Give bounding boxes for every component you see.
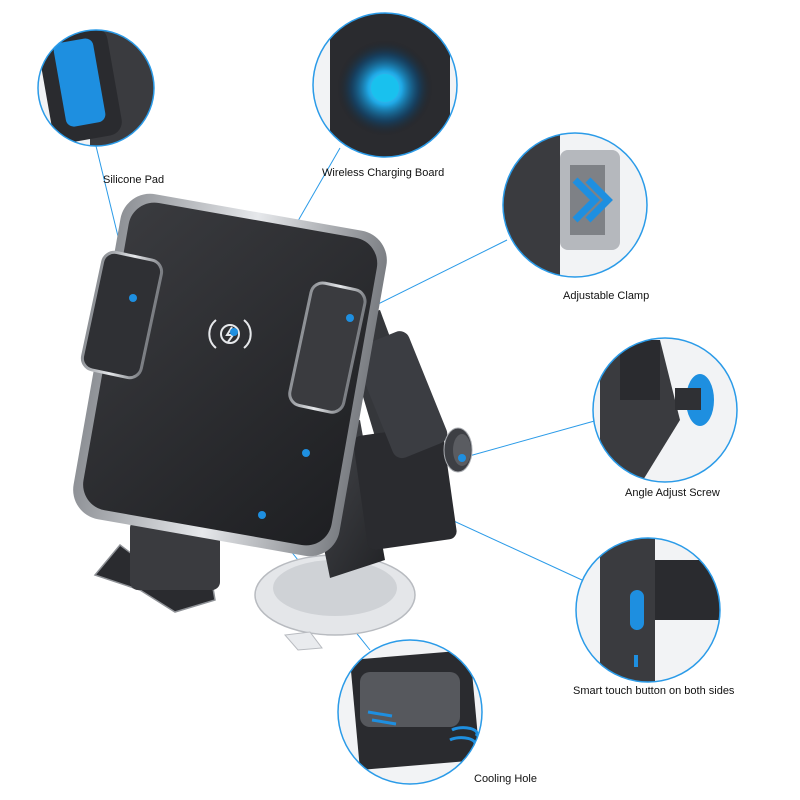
label-angle-adjust-screw: Angle Adjust Screw <box>625 487 720 499</box>
detail-silicone-pad <box>37 29 155 147</box>
detail-cooling-hole <box>337 639 483 785</box>
label-smart-touch-button: Smart touch button on both sides <box>573 685 735 697</box>
label-silicone-pad: Silicone Pad <box>103 174 165 186</box>
label-wireless-charging-board: Wireless Charging Board <box>322 167 445 179</box>
detail-adjustable-clamp <box>502 132 648 278</box>
label-cooling-hole: Cooling Hole <box>474 773 537 785</box>
label-adjustable-clamp: Adjustable Clamp <box>563 290 650 302</box>
detail-wireless-board <box>312 12 458 158</box>
detail-smart-button <box>575 537 721 683</box>
wireless-charging-icon <box>208 319 252 349</box>
phone-holder <box>73 193 387 613</box>
detail-angle-screw <box>592 337 738 483</box>
callout-dots <box>129 294 466 519</box>
suction-base <box>254 554 416 651</box>
